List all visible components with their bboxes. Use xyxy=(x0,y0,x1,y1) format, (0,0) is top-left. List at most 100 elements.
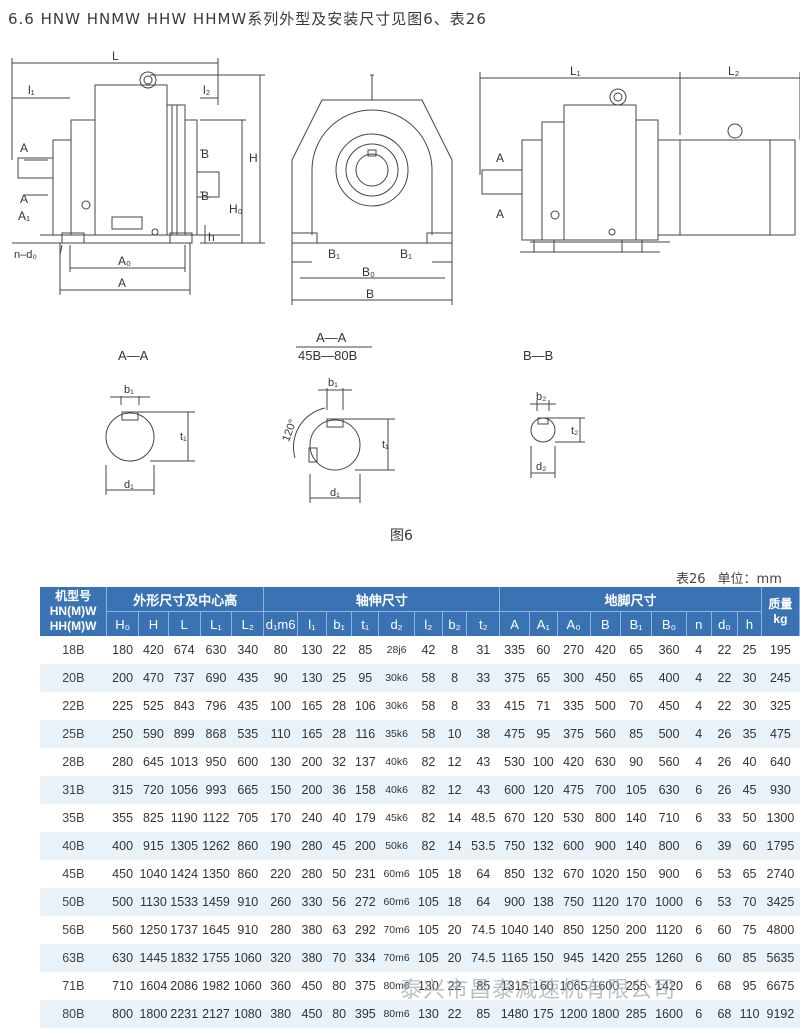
table-cell: 200 xyxy=(620,916,652,944)
column-header: A xyxy=(499,611,530,636)
table-cell: 53.5 xyxy=(466,832,500,860)
table-cell: 137 xyxy=(351,748,379,776)
table-cell: 670 xyxy=(557,860,590,888)
table-cell: 292 xyxy=(351,916,379,944)
table-cell: 43 xyxy=(466,776,500,804)
table-cell: 630 xyxy=(651,776,687,804)
table-cell: 82 xyxy=(414,748,443,776)
table-cell: 90 xyxy=(263,664,298,692)
table-cell: 375 xyxy=(499,664,530,692)
table-cell: 325 xyxy=(761,692,800,720)
table-cell: 3425 xyxy=(761,888,800,916)
table-cell: 475 xyxy=(557,776,590,804)
table-cell: 910 xyxy=(231,888,264,916)
table-cell: 150 xyxy=(620,860,652,888)
table-cell: 22 xyxy=(442,1000,467,1028)
column-header: l₂ xyxy=(414,611,443,636)
table-cell: 915 xyxy=(138,832,169,860)
table-cell: 85 xyxy=(620,720,652,748)
table-cell: 105 xyxy=(414,916,443,944)
table-cell: 70 xyxy=(737,888,762,916)
label-bb-b2: b₂ xyxy=(536,391,546,403)
table-cell: 60 xyxy=(711,944,738,972)
table-cell: 255 xyxy=(620,944,652,972)
model-cell: 35B xyxy=(40,804,107,832)
label-H0: H₀ xyxy=(229,202,243,216)
table-cell: 40 xyxy=(326,804,352,832)
label-motor-sec-a-top: A xyxy=(496,151,504,165)
column-header: H₀ xyxy=(106,611,140,636)
table-cell: 6 xyxy=(686,888,712,916)
table-cell: 40k6 xyxy=(378,748,415,776)
table-cell: 868 xyxy=(200,720,232,748)
label-motor-sec-a-bottom: A xyxy=(496,207,504,221)
table-cell: 4 xyxy=(686,664,712,692)
table-cell: 1165 xyxy=(499,944,530,972)
table-cell: 105 xyxy=(414,888,443,916)
label-H: H xyxy=(249,151,258,165)
table-cell: 1600 xyxy=(651,1000,687,1028)
table-cell: 1800 xyxy=(138,1000,169,1028)
model-cell: 31B xyxy=(40,776,107,804)
table-cell: 40k6 xyxy=(378,776,415,804)
figure-caption: 图6 xyxy=(390,528,413,544)
table-cell: 56 xyxy=(326,888,352,916)
table-cell: 1350 xyxy=(200,860,232,888)
table-cell: 360 xyxy=(651,636,687,664)
table-cell: 665 xyxy=(231,776,264,804)
table-cell: 1250 xyxy=(138,916,169,944)
section-bb-title: B—B xyxy=(523,348,553,363)
table-cell: 335 xyxy=(557,692,590,720)
table-cell: 1060 xyxy=(231,972,264,1000)
label-sec-a-top: A xyxy=(20,141,28,155)
table-cell: 165 xyxy=(297,692,327,720)
table-cell: 1250 xyxy=(590,916,621,944)
table-cell: 225 xyxy=(106,692,139,720)
table-cell: 900 xyxy=(651,860,687,888)
table-cell: 6 xyxy=(686,832,712,860)
table-cell: 860 xyxy=(231,860,264,888)
table-cell: 74.5 xyxy=(466,944,500,972)
label-sec-a-bottom: A xyxy=(20,192,28,206)
table-cell: 560 xyxy=(590,720,621,748)
table-cell: 1190 xyxy=(168,804,201,832)
table-cell: 1000 xyxy=(651,888,687,916)
table-cell: 170 xyxy=(263,804,298,832)
table-cell: 10 xyxy=(442,720,467,748)
table-cell: 130 xyxy=(297,664,327,692)
table-cell: 600 xyxy=(557,832,590,860)
table-cell: 500 xyxy=(590,692,621,720)
table-cell: 33 xyxy=(466,664,500,692)
table-cell: 20 xyxy=(442,916,467,944)
table-cell: 380 xyxy=(263,1000,298,1028)
table-cell: 132 xyxy=(529,860,558,888)
label-A0: A₀ xyxy=(118,254,131,268)
table-cell: 65 xyxy=(620,636,652,664)
table-cell: 600 xyxy=(231,748,264,776)
model-header-line: HN(M)W xyxy=(49,604,97,618)
table-cell: 140 xyxy=(620,804,652,832)
table-cell: 35k6 xyxy=(378,720,415,748)
table-cell: 85 xyxy=(737,944,762,972)
table-cell: 1800 xyxy=(590,1000,621,1028)
table-cell: 630 xyxy=(590,748,621,776)
table-cell: 2740 xyxy=(761,860,800,888)
table-cell: 1262 xyxy=(200,832,232,860)
table-cell: 8 xyxy=(442,692,467,720)
table-cell: 70m6 xyxy=(378,916,415,944)
table-cell: 1420 xyxy=(590,944,621,972)
table-cell: 2086 xyxy=(168,972,201,1000)
table-cell: 435 xyxy=(231,692,264,720)
table-cell: 95 xyxy=(351,664,379,692)
table-cell: 825 xyxy=(138,804,169,832)
table-cell: 22 xyxy=(326,636,352,664)
page-title: 6.6 HNW HNMW HHW HHMW系列外型及安装尺寸见图6、表26 xyxy=(8,10,487,28)
column-header: d₂ xyxy=(378,611,416,636)
table-cell: 1459 xyxy=(200,888,232,916)
column-header: t₂ xyxy=(466,611,501,636)
table-cell: 1200 xyxy=(557,1000,590,1028)
label-h: h xyxy=(208,230,215,244)
